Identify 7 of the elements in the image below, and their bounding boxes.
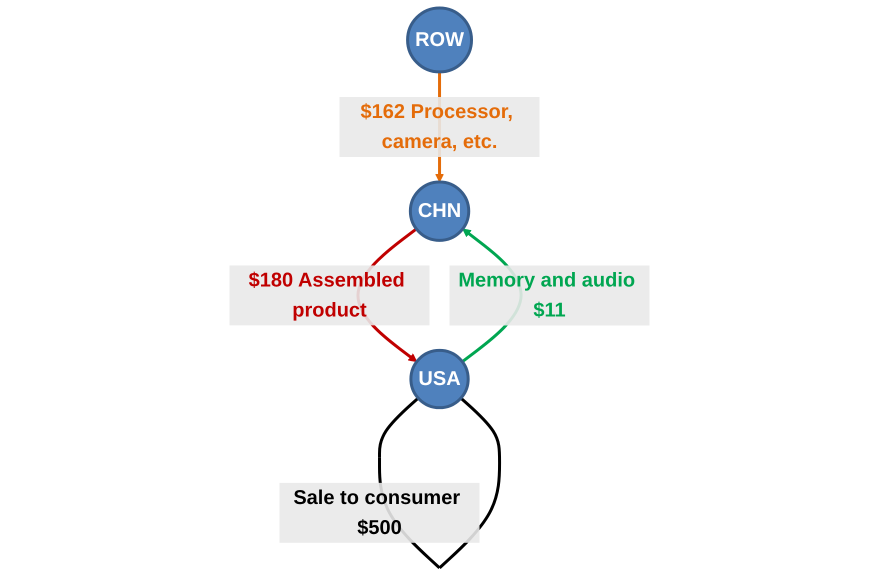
edge-label: $162 Processor, camera, etc. — [360, 100, 513, 153]
node-circle: ROW — [406, 6, 473, 74]
node-circle: CHN — [408, 180, 470, 242]
edge-label: Memory and audio $11 — [458, 269, 636, 322]
edge-label: $180 Assembled product — [248, 269, 405, 322]
edge-label: Sale to consumer $500 — [293, 486, 460, 539]
node-circle: USA — [409, 348, 470, 410]
